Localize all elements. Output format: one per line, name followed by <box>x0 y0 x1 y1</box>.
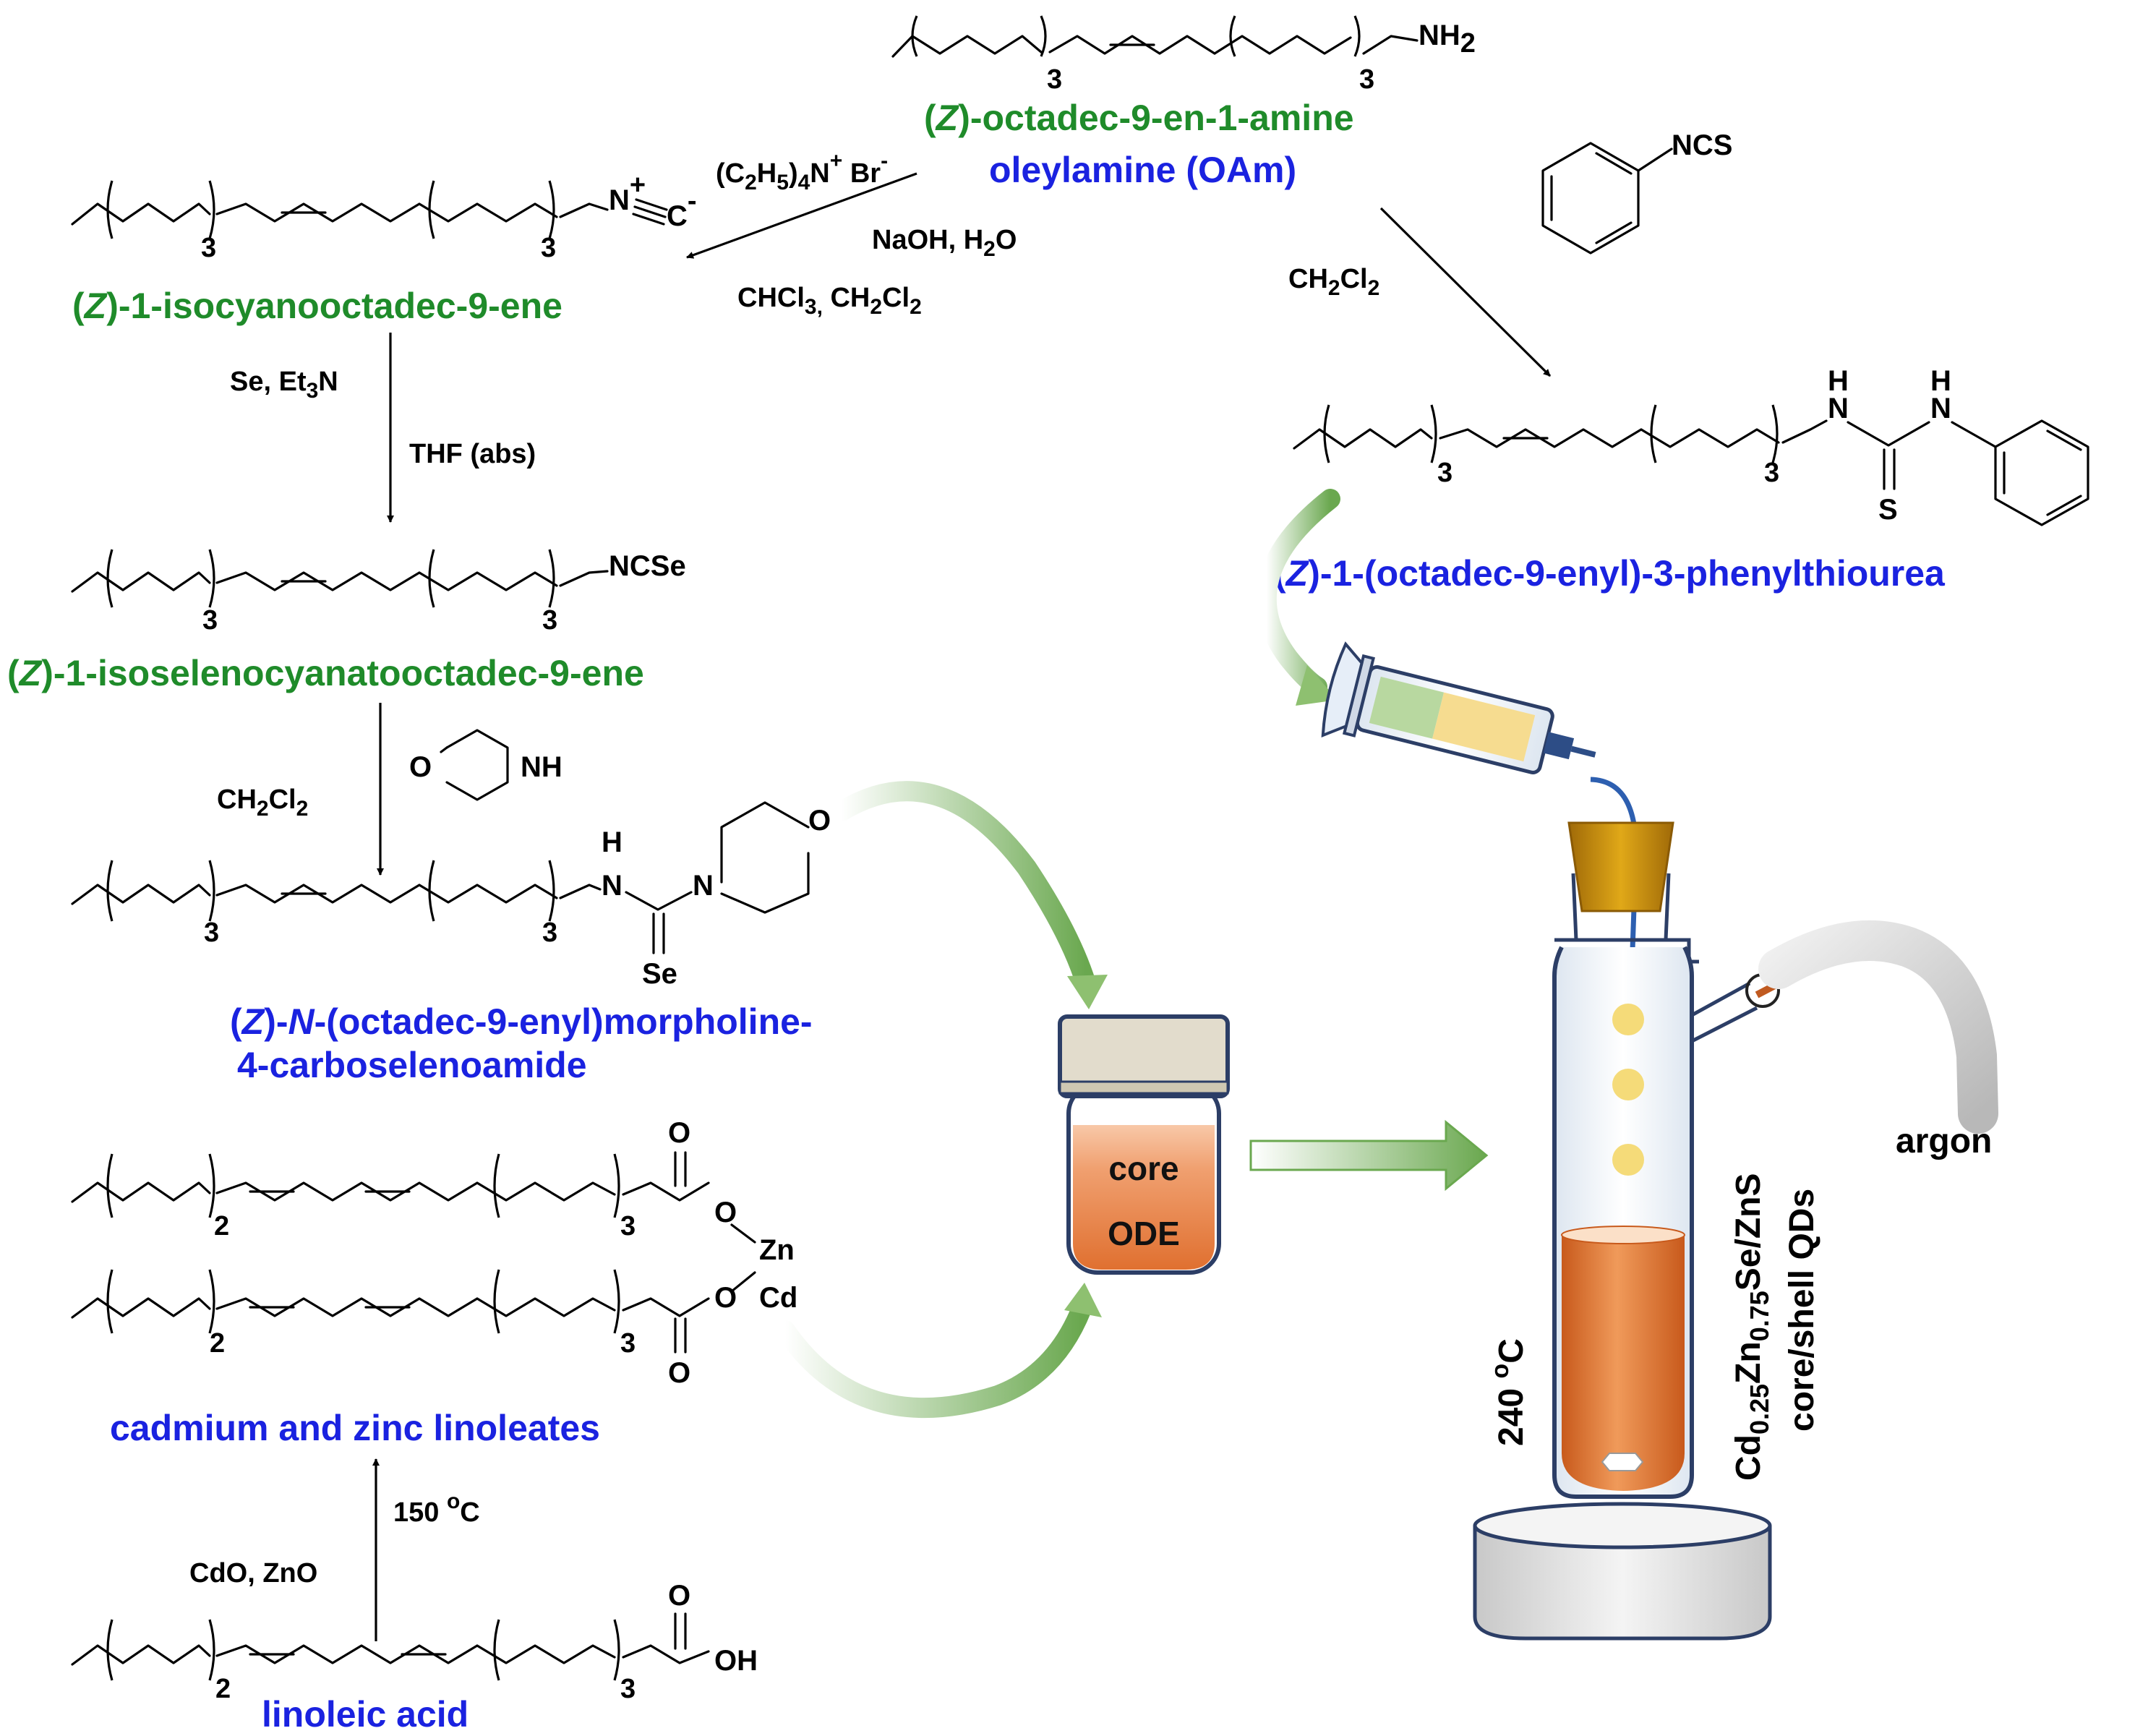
thiourea-h1: H <box>1828 365 1849 397</box>
linoleates-structure: 2 3 O O Zn Cd 2 3 O O <box>71 1117 797 1389</box>
linoleates-name: cadmium and zinc linoleates <box>110 1408 600 1448</box>
linoleates-zn: Zn <box>759 1234 795 1266</box>
temperature-label: 240 oC <box>1486 1338 1531 1446</box>
isoselenocyanate-repeat-right: 3 <box>542 605 557 636</box>
curved-arrow-linoleates <box>775 1283 1102 1419</box>
linoleic-acid-oh: OH <box>714 1645 758 1677</box>
linoleic-acid-structure: 2 3 O OH <box>71 1580 758 1704</box>
linoleates-repeat-right-2: 3 <box>620 1328 636 1359</box>
curved-arrow-carboselenoamide <box>831 781 1108 1009</box>
thiourea-s: S <box>1878 494 1898 526</box>
linoleic-acid-repeat-right: 3 <box>620 1674 636 1704</box>
reagent-chloroform: CHCl3, CH2Cl2 <box>737 283 922 319</box>
vial-label-ode: ODE <box>1108 1215 1180 1252</box>
thiourea-arrow <box>1379 207 1552 377</box>
vial-label-core: core <box>1108 1150 1178 1187</box>
carboselenoamide-repeat-left: 3 <box>204 918 219 948</box>
isocyanide-n-atom: N+ <box>609 170 646 216</box>
linoleates-o-bot2: O <box>714 1282 737 1314</box>
phenyl-isothiocyanate-structure: NCS <box>1541 129 1732 255</box>
phenyl-isothiocyanate-ncs: NCS <box>1672 129 1732 161</box>
oleylamine-nh-group: NH2 <box>1419 20 1476 59</box>
oleylamine-name-line2: oleylamine (OAm) <box>989 150 1296 190</box>
morpholine-reagent: O NH <box>409 729 562 801</box>
carboselenoamide-name-line2: 4-carboselenoamide <box>237 1045 587 1085</box>
reaction-flask <box>1552 821 1998 1499</box>
carboselenoamide-repeat-right: 3 <box>542 918 557 948</box>
morpholine-nh: NH <box>521 751 562 783</box>
thiourea-repeat-left: 3 <box>1437 458 1452 488</box>
linoleic-acid-o: O <box>668 1580 690 1612</box>
syringe <box>1321 641 1639 991</box>
product-label-line2: core/shell QDs <box>1783 1189 1821 1432</box>
oleylamine-repeat-left: 3 <box>1047 64 1062 95</box>
carboselenoamide-n2: N <box>693 870 714 902</box>
isoselenocyanate-repeat-left: 3 <box>202 605 218 636</box>
linoleates-o-top2: O <box>714 1197 737 1228</box>
linoleates-o-bot: O <box>668 1357 690 1389</box>
argon-label: argon <box>1896 1122 1992 1160</box>
oleylamine-structure: 3 3 NH2 <box>891 15 1476 95</box>
block-arrow-to-flask <box>1249 1119 1489 1192</box>
carboselenoamide-o: O <box>808 805 831 837</box>
reagent-tetraethylammonium: (C2H5)4N+ Br- <box>716 149 888 194</box>
thiourea-name: (Z)-1-(octadec-9-enyl)-3-phenylthiourea <box>1274 553 1946 594</box>
reagent-thf: THF (abs) <box>409 439 536 469</box>
linoleic-acid-repeat-left: 2 <box>215 1674 231 1704</box>
isocyanide-repeat-left: 3 <box>201 233 216 263</box>
oleylamine-repeat-right: 3 <box>1359 64 1374 95</box>
reagent-dcm-2: CH2Cl2 <box>1288 264 1379 300</box>
isocyanide-arrow <box>686 172 917 259</box>
isoselenocyanate-name: (Z)-1-isoselenocyanatooctadec-9-ene <box>7 653 644 693</box>
thiourea-structure: 3 3 H N S H N <box>1293 365 2089 526</box>
carboselenoamide-n: N <box>602 870 622 902</box>
thiourea-repeat-right: 3 <box>1764 458 1779 488</box>
reagent-cdo-zno: CdO, ZnO <box>189 1558 317 1589</box>
carboselenoamide-structure: 3 3 H N Se N O <box>71 801 831 990</box>
reagent-se-et3n: Se, Et3N <box>230 367 338 403</box>
linoleates-repeat-left-1: 2 <box>214 1211 229 1241</box>
thiourea-n2: N <box>1930 393 1951 424</box>
isocyanide-structure: 3 3 N+ C- <box>71 170 697 263</box>
isocyanide-c-atom: C- <box>667 186 697 232</box>
curved-arrow-thiourea <box>1256 489 1340 706</box>
carboselenoamide-h: H <box>602 826 622 858</box>
thiourea-n1: N <box>1828 393 1849 424</box>
linoleates-repeat-left-2: 2 <box>210 1328 225 1359</box>
linoleates-cd: Cd <box>759 1282 797 1314</box>
isoselenocyanate-ncse: NCSe <box>609 550 686 582</box>
linoleic-acid-name: linoleic acid <box>262 1694 468 1735</box>
reagent-naoh: NaOH, H2O <box>872 225 1017 261</box>
oleylamine-name-line1: (Z)-octadec-9-en-1-amine <box>924 98 1354 138</box>
morpholine-o: O <box>409 751 432 783</box>
carboselenoamide-name-line1: (Z)-N-(octadec-9-enyl)morpholine- <box>230 1001 813 1042</box>
isocyanide-name: (Z)-1-isocyanooctadec-9-ene <box>72 286 562 326</box>
product-label-line1: Cd0.25Zn0.75Se/ZnS <box>1729 1173 1774 1481</box>
core-vial: core ODE <box>1058 1014 1230 1275</box>
reagent-dcm-1: CH2Cl2 <box>217 784 308 821</box>
isocyanide-repeat-right: 3 <box>541 233 556 263</box>
linoleates-repeat-right-1: 3 <box>620 1211 636 1241</box>
carboselenoamide-se: Se <box>642 958 677 990</box>
linoleates-o-top: O <box>668 1117 690 1149</box>
reagent-temperature: 150 oC <box>393 1489 480 1528</box>
heating-plate <box>1473 1502 1772 1641</box>
thiourea-h2: H <box>1930 365 1951 397</box>
isoselenocyanate-structure: 3 3 NCSe <box>71 549 686 636</box>
